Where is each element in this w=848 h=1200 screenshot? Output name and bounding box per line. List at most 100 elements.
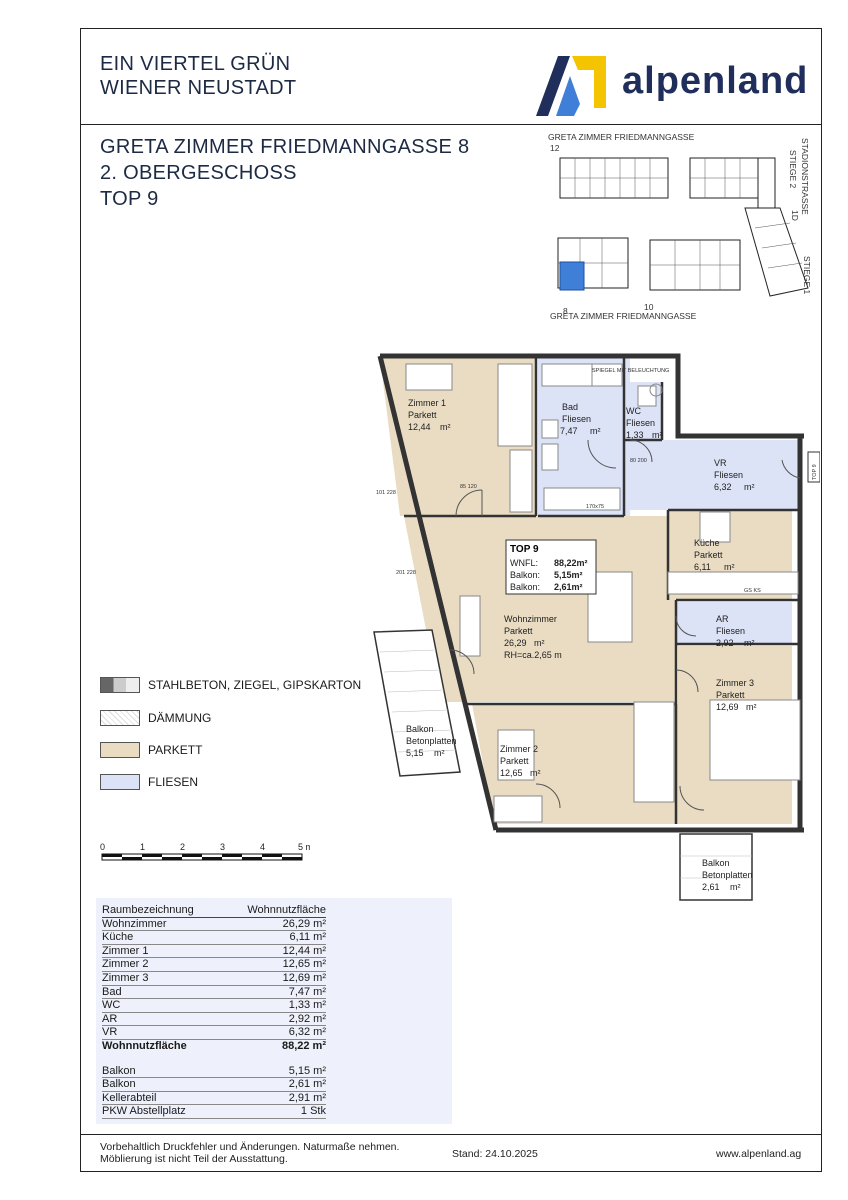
legend-label: FLIESEN — [148, 775, 199, 789]
kueche-unit: m² — [724, 562, 735, 572]
balkon1-name: Balkon — [406, 724, 434, 734]
project-title: EIN VIERTEL GRÜN WIENER NEUSTADT — [100, 52, 296, 100]
dim-zimmer1-window: 85 120 — [460, 484, 477, 490]
site-number-10: 10 — [644, 302, 654, 312]
door-tag-label: TOP 9 — [812, 464, 818, 480]
table-header-value: Wohnnutzfläche — [222, 904, 326, 918]
table-row-value: 6,32 m² — [222, 1025, 326, 1040]
table-header-name: Raumbezeichnung — [102, 904, 223, 918]
unit-top: TOP 9 — [100, 188, 159, 210]
scale-tick: 4 — [260, 842, 265, 852]
table-row-name: Zimmer 3 — [102, 971, 223, 986]
table-row-value: 2,92 m² — [222, 1012, 326, 1027]
bath-note: SPIEGEL MIT BELEUCHTUNG — [592, 368, 669, 374]
footer-divider — [80, 1134, 822, 1135]
infobox-row-label: WNFL: — [510, 558, 538, 568]
wc-name: WC — [626, 406, 641, 416]
scale-tick: 0 — [100, 842, 105, 852]
table-row-value: 6,11 m² — [222, 930, 326, 945]
table-row-name: WC — [102, 998, 223, 1013]
site-street-top: GRETA ZIMMER FRIEDMANNGASSE — [548, 132, 695, 142]
infobox-row-value: 88,22m² — [554, 558, 588, 568]
zimmer1-name: Zimmer 1 — [408, 398, 446, 408]
table-extra-value: 5,15 m² — [222, 1064, 326, 1079]
site-stadionstrasse: STADIONSTRASSE — [800, 138, 810, 215]
balkon2-unit: m² — [730, 882, 741, 892]
balkon2-outline — [679, 833, 753, 901]
balkon1-outline — [373, 629, 461, 777]
balkon2-floor-type: Betonplatten — [702, 870, 753, 880]
legend-swatch — [100, 742, 140, 758]
infobox-row-value: 2,61m² — [554, 582, 583, 592]
brand-name: alpenland — [622, 60, 809, 102]
vr-floor-type: Fliesen — [714, 470, 743, 480]
unit-title: GRETA ZIMMER FRIEDMANNGASSE 8 2. OBERGES… — [100, 134, 469, 212]
zimmer1-floor-type: Parkett — [408, 410, 437, 420]
top9-infobox: TOP 9 WNFL: 88,22m² Balkon: 5,15m² Balko… — [505, 539, 597, 595]
legend-swatch — [100, 710, 140, 726]
wc-unit: m² — [652, 430, 663, 440]
footer-disclaimer: Vorbehaltlich Druckfehler und Änderungen… — [100, 1141, 399, 1165]
table-extra-name: PKW Abstellplatz — [102, 1104, 223, 1119]
legend-swatch — [100, 677, 140, 693]
scale-tick: 3 — [220, 842, 225, 852]
vr-unit: m² — [744, 482, 755, 492]
page-frame — [80, 28, 822, 1172]
table-row-value: 12,44 m² — [222, 944, 326, 959]
ar-name: AR — [716, 614, 729, 624]
infobox-row-label: Balkon: — [510, 570, 540, 580]
site-plan: GRETA ZIMMER FRIEDMANNGASSE 12 8 10 GRET… — [540, 128, 812, 324]
dim-101-228: 101 228 — [376, 490, 396, 496]
table-extra-name: Balkon — [102, 1064, 223, 1079]
kueche-area: 6,11 — [694, 562, 711, 572]
site-stiege-2: STIEGE 2 — [788, 150, 798, 189]
bathtub-size: 170x75 — [586, 504, 604, 510]
infobox-row-label: Balkon: — [510, 582, 540, 592]
footer-url[interactable]: www.alpenland.ag — [716, 1148, 802, 1160]
infobox-title: TOP 9 — [510, 544, 539, 555]
kueche-name: Küche — [694, 538, 720, 548]
table-extra-value: 1 Stk — [222, 1104, 326, 1119]
wc-floor-type: Fliesen — [626, 418, 655, 428]
site-stiege-1: STIEGE 1 — [802, 256, 812, 295]
bad-area: 7,47 — [560, 426, 578, 436]
table-row-name: Zimmer 2 — [102, 957, 223, 972]
table-total-value: 88,22 m² — [281, 1039, 326, 1052]
table-extra-name: Balkon — [102, 1077, 223, 1092]
balkon2-area: 2,61 — [702, 882, 720, 892]
table-row-name: Küche — [102, 930, 223, 945]
scale-tick: 5 m — [298, 842, 310, 852]
unit-floor: 2. OBERGESCHOSS — [100, 162, 297, 184]
table-row-name: VR — [102, 1025, 223, 1040]
table-extra-value: 2,91 m² — [222, 1091, 326, 1106]
site-plan-drawing — [557, 157, 809, 297]
table-row-value: 1,33 m² — [222, 998, 326, 1013]
table-row-name: Bad — [102, 985, 223, 1000]
footer-date: Stand: 24.10.2025 — [452, 1148, 538, 1160]
legend-swatch — [100, 774, 140, 790]
zimmer3-area: 12,69 — [716, 702, 739, 712]
balkon1-area: 5,15 — [406, 748, 424, 758]
wc-area: 1,33 — [626, 430, 644, 440]
bad-name: Bad — [562, 402, 578, 412]
table-row-name: Zimmer 1 — [102, 944, 223, 959]
unit-address: GRETA ZIMMER FRIEDMANNGASSE 8 — [100, 136, 470, 158]
ar-unit: m² — [744, 638, 755, 648]
table-extra-name: Kellerabteil — [102, 1091, 223, 1106]
table-total-name: Wohnnutzfläche — [102, 1039, 187, 1052]
wohnzimmer-name: Wohnzimmer — [504, 614, 557, 624]
balkon2-name: Balkon — [702, 858, 730, 868]
bad-unit: m² — [590, 426, 601, 436]
legend-label: PARKETT — [148, 743, 203, 757]
table-extra-value: 2,61 m² — [222, 1077, 326, 1092]
site-number-1d: 1D — [790, 210, 800, 221]
bad-floor-type: Fliesen — [562, 414, 591, 424]
wohnzimmer-floor-type: Parkett — [504, 626, 533, 636]
zimmer3-name: Zimmer 3 — [716, 678, 754, 688]
scale-tick: 2 — [180, 842, 185, 852]
door-tag — [807, 451, 820, 483]
scale-tick: 1 — [140, 842, 145, 852]
vr-floor — [622, 440, 802, 510]
balkon1-unit: m² — [434, 748, 445, 758]
